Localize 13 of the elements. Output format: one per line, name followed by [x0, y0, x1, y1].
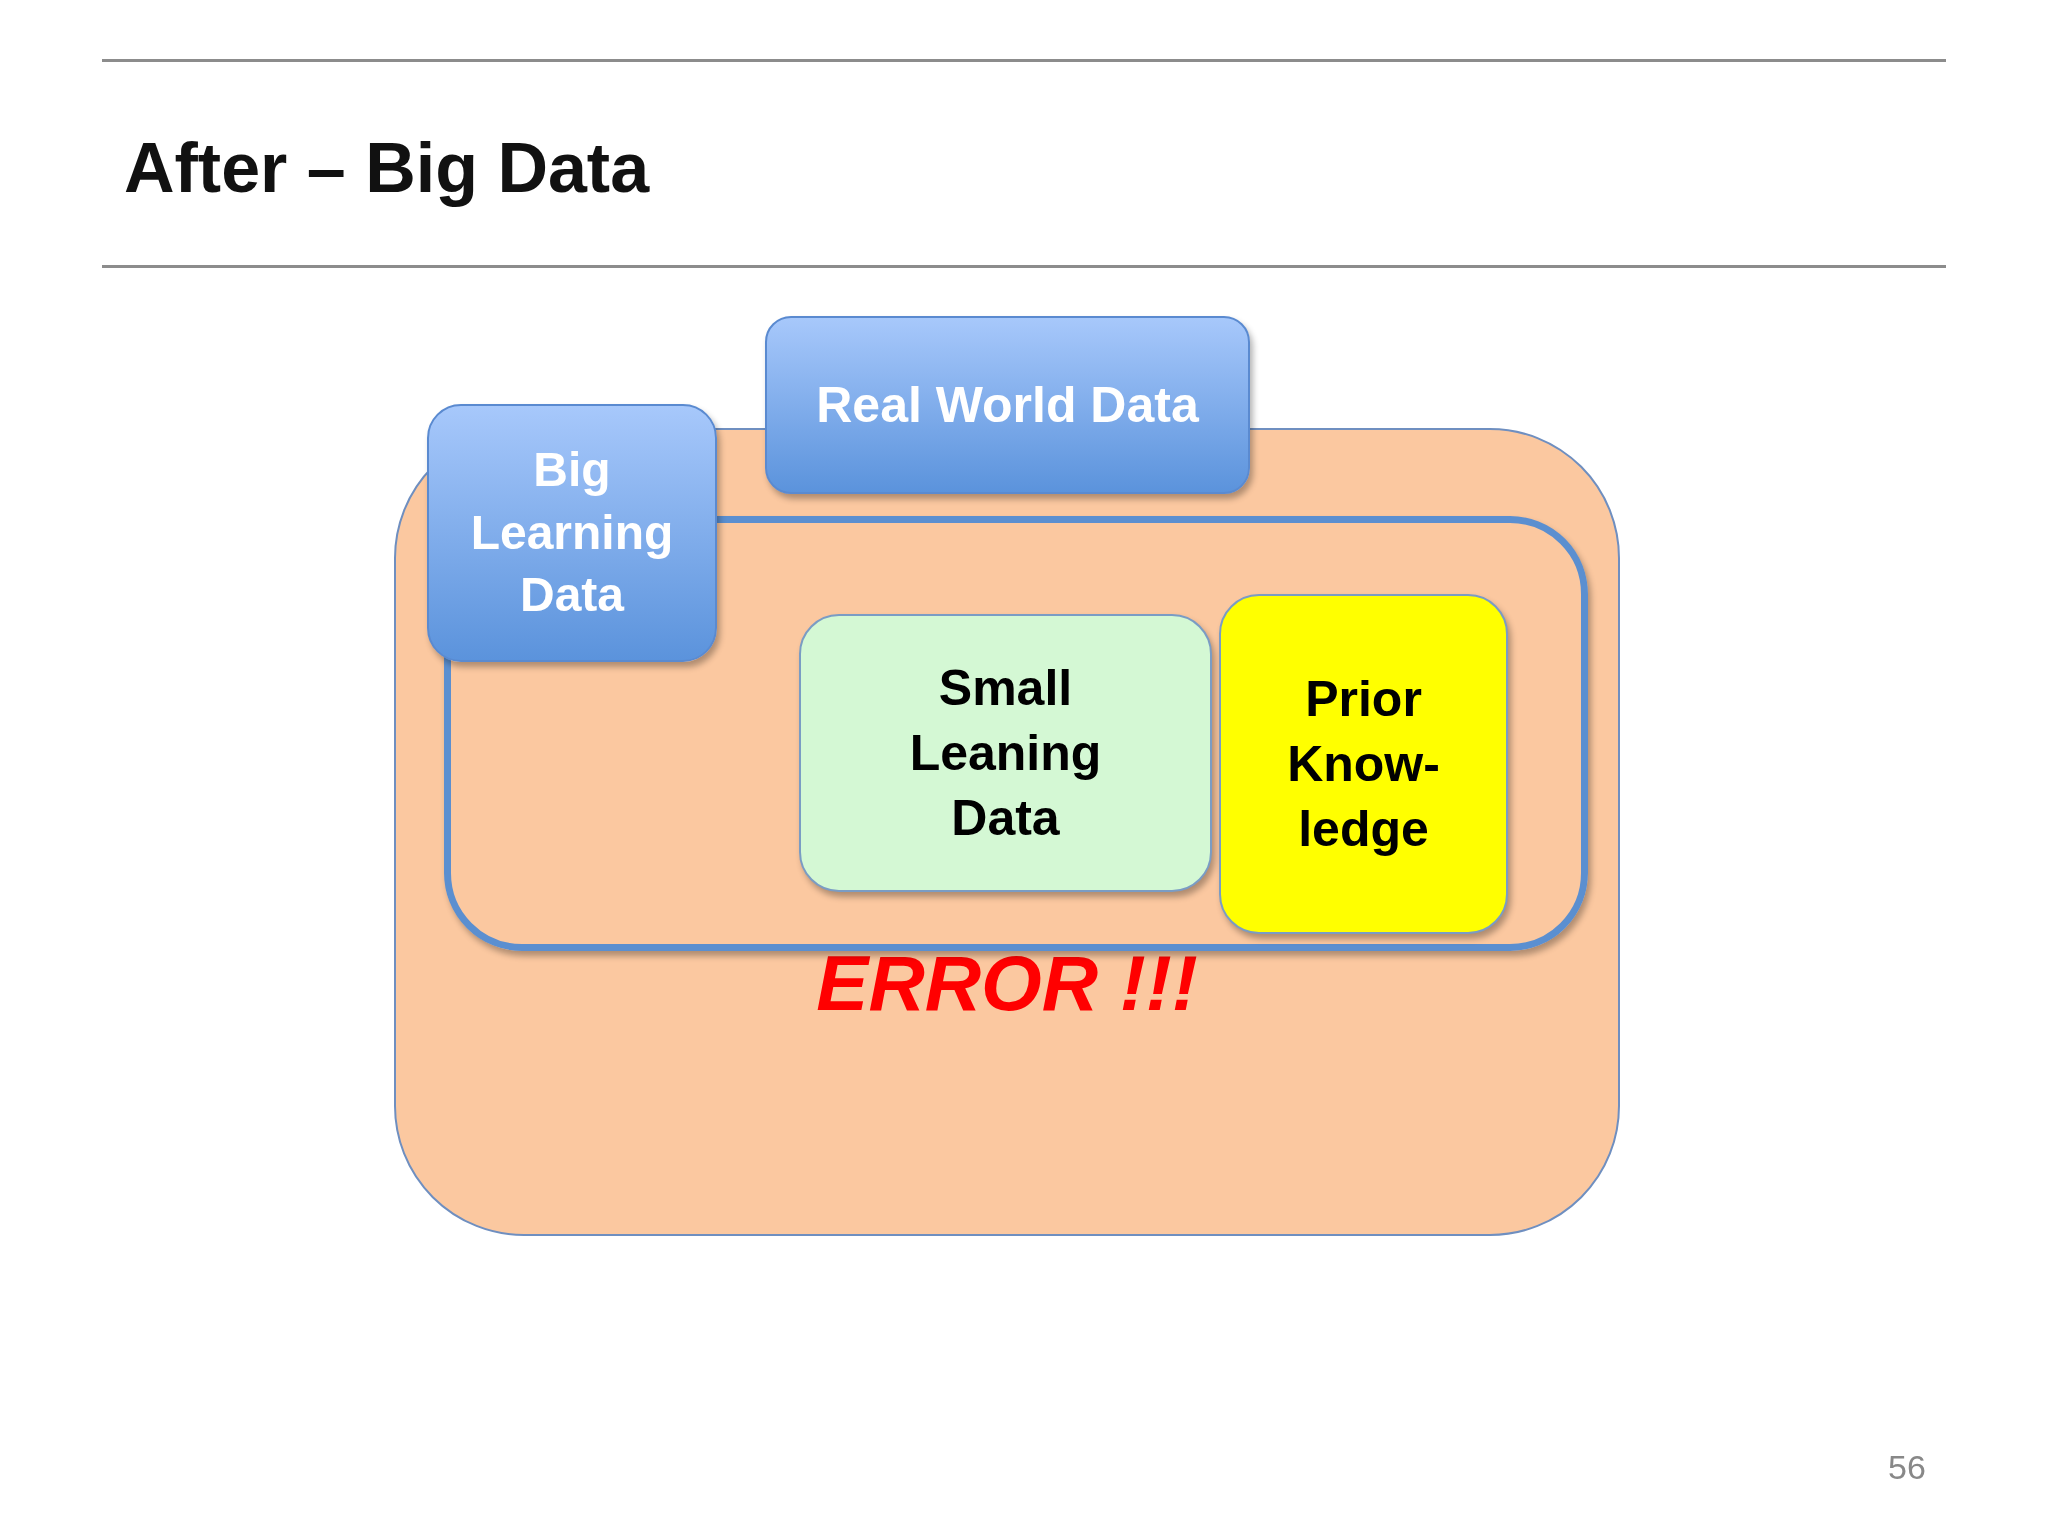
inner-region: [444, 516, 1588, 951]
box-label: Real World Data: [816, 375, 1199, 435]
box-label: Small Leaning Data: [909, 658, 1102, 848]
knowledge-box: [1219, 594, 1508, 934]
page-number: 56: [1888, 1448, 1926, 1487]
slide-title: After – Big Data: [124, 128, 650, 208]
data-box: [427, 404, 717, 662]
box-label: Prior Know- ledge: [1287, 669, 1440, 859]
error-text: ERROR !!!: [816, 937, 1198, 1029]
box-label: Big Learning Data: [470, 442, 674, 624]
data-box: [765, 316, 1250, 494]
data-box: [799, 614, 1212, 892]
outer-region: [394, 428, 1620, 1236]
